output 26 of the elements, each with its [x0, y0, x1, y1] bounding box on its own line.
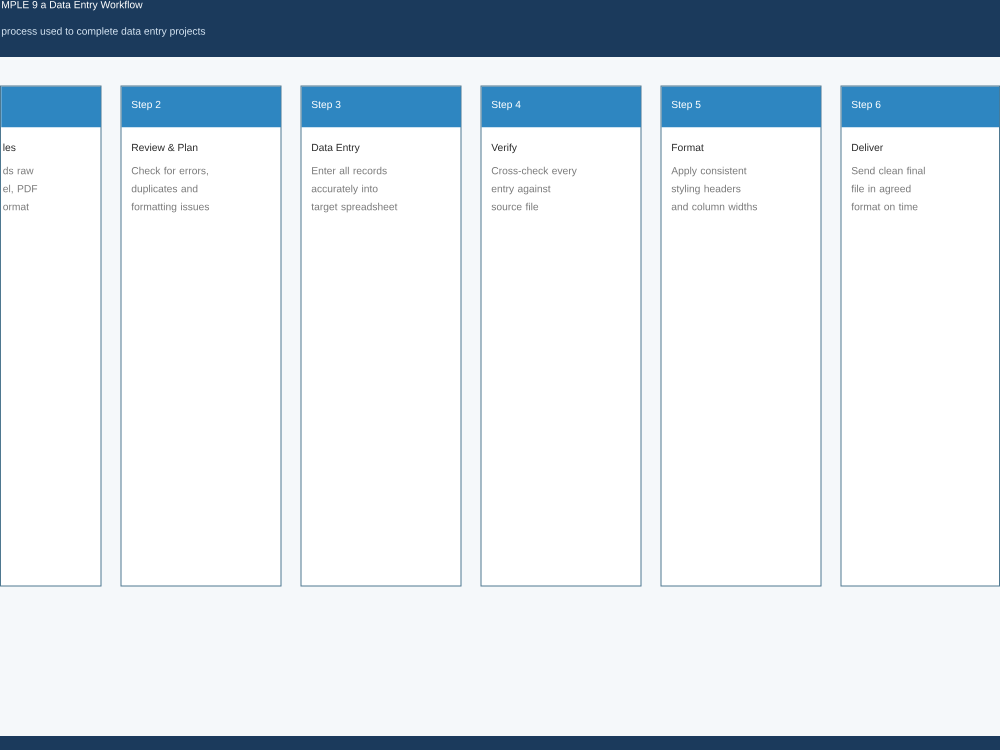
card-text: Send clean final file in agreed format on time [851, 166, 925, 210]
header-band: Step 4 [482, 86, 641, 128]
card-title: Deliver [852, 144, 884, 152]
title: MPLE 9 a Data Entry Workflow [2, 0, 143, 10]
step-card [0, 86, 102, 586]
card-title: Data Entry [312, 144, 360, 154]
header-band: Step 6 [842, 86, 1000, 128]
header-band [1, 86, 101, 128]
step-card [300, 86, 462, 586]
card-text: Cross-check every entry against source file [492, 166, 577, 210]
card-title: les [3, 144, 16, 152]
subtitle: process used to complete data entry projects [2, 27, 206, 37]
card-text: Apply consistent styling headers and column widths [671, 166, 758, 210]
header-band: Step 5 [662, 86, 821, 128]
card-title: Verify [491, 144, 517, 154]
card-title: Format [672, 144, 704, 152]
step-card [120, 86, 282, 586]
header-band: Step 2 [122, 86, 281, 128]
card-title: Review & Plan [132, 144, 198, 152]
step-card [480, 86, 642, 586]
header-band: Step 3 [302, 86, 461, 128]
step-card [840, 86, 1000, 586]
card-text: ds raw el, PDF ormat [3, 166, 38, 210]
card-text: Check for errors, duplicates and formatting issues [131, 166, 210, 212]
step-card [660, 86, 822, 586]
card-text: Enter all records accurately into target spreadsheet [311, 166, 398, 212]
